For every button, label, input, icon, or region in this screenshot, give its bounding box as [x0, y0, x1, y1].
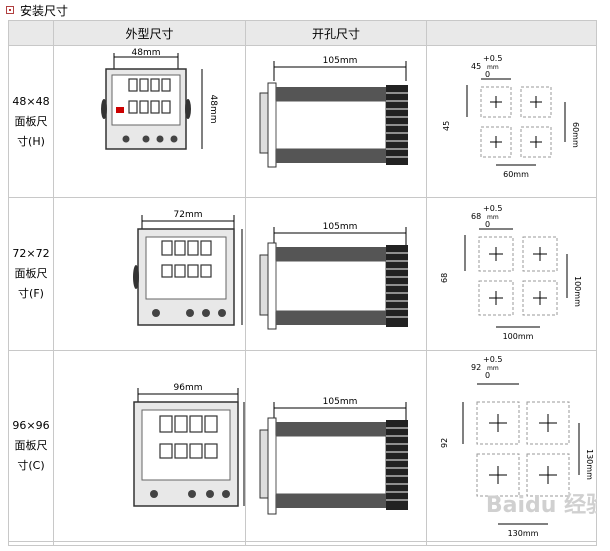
depth-dimension-label: 105mm — [323, 222, 358, 232]
cutout-tol-zero: 0 — [485, 371, 490, 380]
row-label-line: 寸(F) — [18, 287, 44, 300]
tail-cell — [8, 541, 54, 546]
cutout-tol-zero: 0 — [485, 70, 490, 79]
outline-drawing-cell: 96mm — [53, 350, 246, 542]
cutout-height-label: 68 — [440, 272, 449, 282]
cutout-pitch-h: 60mm — [503, 170, 529, 179]
table-row-tail — [8, 541, 597, 546]
row-label-line: 96×96 — [12, 419, 50, 432]
width-dimension-label: 48mm — [132, 48, 161, 58]
cutout-width-label: 92 — [471, 363, 481, 372]
cutout-drawing-cell: +0.5 92 mm 0 92 130mm 130mm Baidu 经验 — [426, 350, 597, 542]
cutout-unit: mm — [487, 214, 499, 221]
header-cell-empty-left — [8, 20, 54, 46]
width-dimension-label: 72mm — [174, 210, 203, 220]
cutout-drawing-cell: +0.5 45 mm 0 45 60mm 60mm — [426, 45, 597, 198]
front-panel-drawing: 72mm — [133, 210, 243, 326]
side-view-drawing: 105mm — [259, 56, 408, 167]
cutout-tol-zero: 0 — [485, 220, 490, 229]
side-drawing-cell: 105mm — [245, 350, 427, 542]
side-drawing-cell: 105mm — [245, 45, 427, 198]
depth-dimension-label: 105mm — [323, 56, 358, 66]
header-outline-size: 外型尺寸 — [53, 20, 246, 46]
cutout-tol-plus: +0.5 — [483, 204, 502, 213]
section-title: 安装尺寸 — [6, 1, 68, 19]
height-dimension-label: 48mm — [208, 94, 218, 123]
cutout-width-label: 68 — [471, 212, 481, 221]
cutout-pitch-v: 100mm — [573, 276, 582, 307]
side-view-drawing: 105mm — [259, 222, 408, 329]
header-cutout-size: 开孔尺寸 — [245, 20, 427, 46]
cutout-pitch-v: 130mm — [585, 449, 594, 480]
cutout-drawing: +0.5 68 mm 0 68 100mm 100mm — [440, 204, 582, 341]
cutout-width-label: 45 — [471, 62, 481, 71]
cutout-unit: mm — [487, 64, 499, 71]
cutout-drawing: +0.5 92 mm 0 92 130mm 130mm Baidu 经验 — [440, 355, 597, 538]
row-label-line: 面板尺 — [14, 439, 48, 452]
row-label: 72×72 面板尺 寸(F) — [8, 197, 54, 351]
cutout-tol-plus: +0.5 — [483, 54, 502, 63]
header-row: 外型尺寸 开孔尺寸 — [8, 20, 597, 46]
depth-dimension-label: 105mm — [323, 397, 358, 407]
watermark-text: Baidu 经验 — [486, 492, 597, 518]
cutout-pitch-v: 60mm — [571, 122, 580, 148]
row-label-line: 寸(C) — [17, 459, 45, 472]
cutout-height-label: 45 — [442, 120, 451, 130]
cutout-height-label: 92 — [440, 437, 449, 447]
width-dimension-label: 96mm — [174, 383, 203, 393]
row-label-line: 面板尺 — [14, 267, 48, 280]
row-label: 96×96 面板尺 寸(C) — [8, 350, 54, 542]
table-row: 96×96 面板尺 寸(C) 96mm — [8, 350, 597, 542]
cutout-unit: mm — [487, 365, 499, 372]
row-label: 48×48 面板尺 寸(H) — [8, 45, 54, 198]
outline-drawing-cell: 72mm — [53, 197, 246, 351]
header-cell-empty-right — [426, 20, 597, 46]
row-label-line: 面板尺 — [14, 114, 48, 128]
tail-cell — [245, 541, 427, 546]
tail-cell — [426, 541, 597, 546]
side-view-drawing: 105mm — [259, 397, 408, 514]
cutout-tol-plus: +0.5 — [483, 355, 502, 364]
table-row: 72×72 面板尺 寸(F) 72mm — [8, 197, 597, 351]
front-panel-drawing: 96mm — [133, 383, 245, 507]
row-label-line: 48×48 — [12, 94, 50, 108]
cutout-drawing: +0.5 45 mm 0 45 60mm 60mm — [442, 54, 580, 179]
section-title-text: 安装尺寸 — [20, 3, 69, 18]
cutout-pitch-h: 100mm — [503, 332, 534, 341]
side-drawing-cell: 105mm — [245, 197, 427, 351]
front-panel-drawing: 48mm 48mm — [101, 48, 218, 150]
row-label-line: 寸(H) — [17, 134, 45, 148]
cutout-pitch-h: 130mm — [508, 529, 539, 538]
table-row: 48×48 面板尺 寸(H) 48mm 48mm — [8, 45, 597, 198]
install-size-table: 外型尺寸 开孔尺寸 48×48 面板尺 寸(H) 48mm — [8, 20, 597, 546]
outline-drawing-cell: 48mm 48mm — [53, 45, 246, 198]
bullet-icon — [6, 6, 14, 14]
tail-cell — [53, 541, 246, 546]
row-label-line: 72×72 — [12, 247, 50, 260]
cutout-drawing-cell: +0.5 68 mm 0 68 100mm 100mm — [426, 197, 597, 351]
